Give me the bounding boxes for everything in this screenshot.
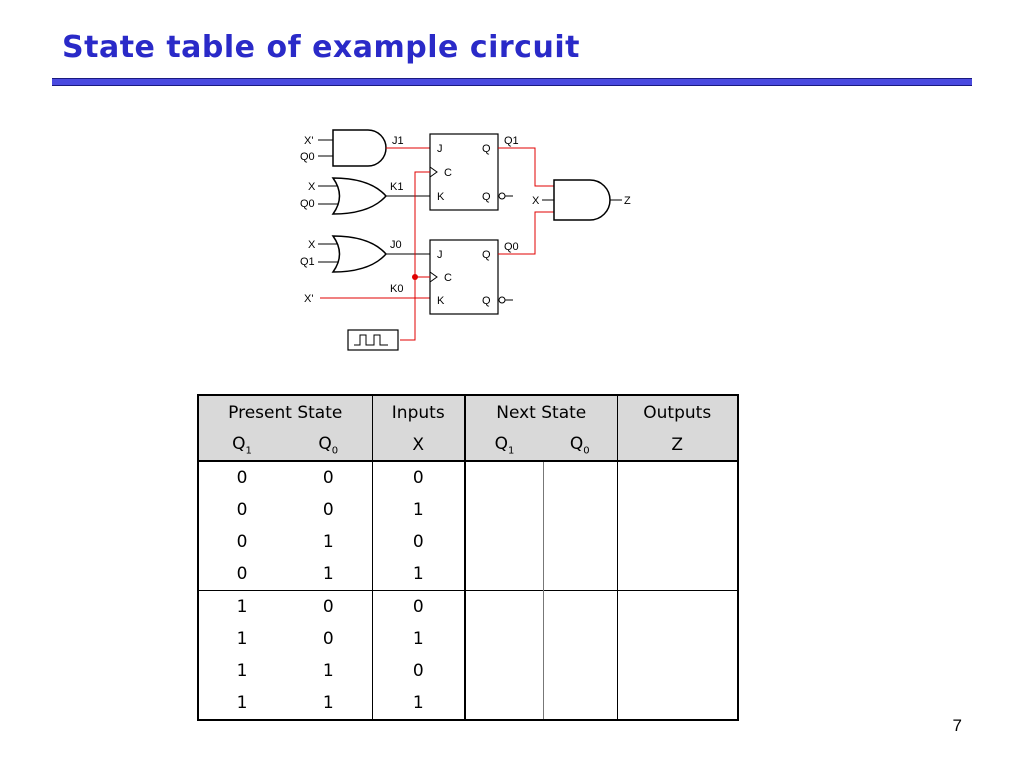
circuit-diagram: X' Q0 J1 X Q0 K1 X Q1 J0 X' K0 J C K Q Q… — [300, 129, 631, 351]
jk-flip-flop-1 — [429, 133, 499, 211]
ff0-k-label: K — [437, 295, 445, 307]
ff0-qbar-bubble — [498, 296, 506, 304]
state-table: Present State Inputs Next State Outputs … — [197, 394, 739, 721]
header-outputs: Outputs — [616, 395, 738, 430]
ff1-q-label: Q — [482, 143, 491, 155]
or-gate-j0 — [318, 235, 430, 273]
slide-title: State table of example circuit — [62, 30, 580, 65]
clock-wiring — [400, 171, 430, 341]
ff0-qbar-label: Q — [482, 295, 491, 307]
label-x-b: X — [308, 181, 316, 193]
subheader-next-q1: Q1 — [464, 430, 543, 462]
ff1-qbar-label: Q — [482, 191, 491, 203]
label-q0-out: Q0 — [504, 241, 519, 253]
label-j1: J1 — [392, 135, 404, 147]
label-x-c: X — [308, 239, 316, 251]
ff0-c-label: C — [444, 272, 452, 284]
subheader-next-q0: Q0 — [543, 430, 617, 462]
label-x-prime-top: X' — [304, 135, 313, 147]
subheader-z: Z — [616, 430, 738, 462]
ff1-k-label: K — [437, 191, 445, 203]
label-k0: K0 — [390, 283, 403, 295]
ff1-j-label: J — [437, 143, 443, 155]
ff0-j-label: J — [437, 249, 443, 261]
or-gate-k1 — [318, 177, 430, 215]
ff1-qbar-bubble — [498, 192, 506, 200]
title-underline — [52, 78, 972, 86]
ff0-q-label: Q — [482, 249, 491, 261]
label-q0-a: Q0 — [300, 151, 315, 163]
label-x-and: X — [532, 195, 540, 207]
page-number: 7 — [952, 716, 962, 735]
clock-source — [347, 329, 399, 351]
label-q1-c: Q1 — [300, 256, 315, 268]
label-z-out: Z — [624, 195, 631, 207]
subheader-present-q0: Q0 — [285, 430, 372, 462]
and-gate-j1 — [318, 129, 430, 167]
label-q1-out: Q1 — [504, 135, 519, 147]
subheader-present-q1: Q1 — [198, 430, 285, 462]
label-x-prime-bottom: X' — [304, 293, 313, 305]
label-j0: J0 — [390, 239, 402, 251]
and-gate-z — [498, 147, 622, 255]
header-inputs: Inputs — [371, 395, 465, 430]
label-q0-b: Q0 — [300, 198, 315, 210]
header-next-state: Next State — [464, 395, 617, 430]
header-present-state: Present State — [198, 395, 372, 430]
ff1-c-label: C — [444, 167, 452, 179]
jk-flip-flop-0 — [429, 239, 499, 315]
label-k1: K1 — [390, 181, 403, 193]
subheader-x: X — [371, 430, 465, 462]
